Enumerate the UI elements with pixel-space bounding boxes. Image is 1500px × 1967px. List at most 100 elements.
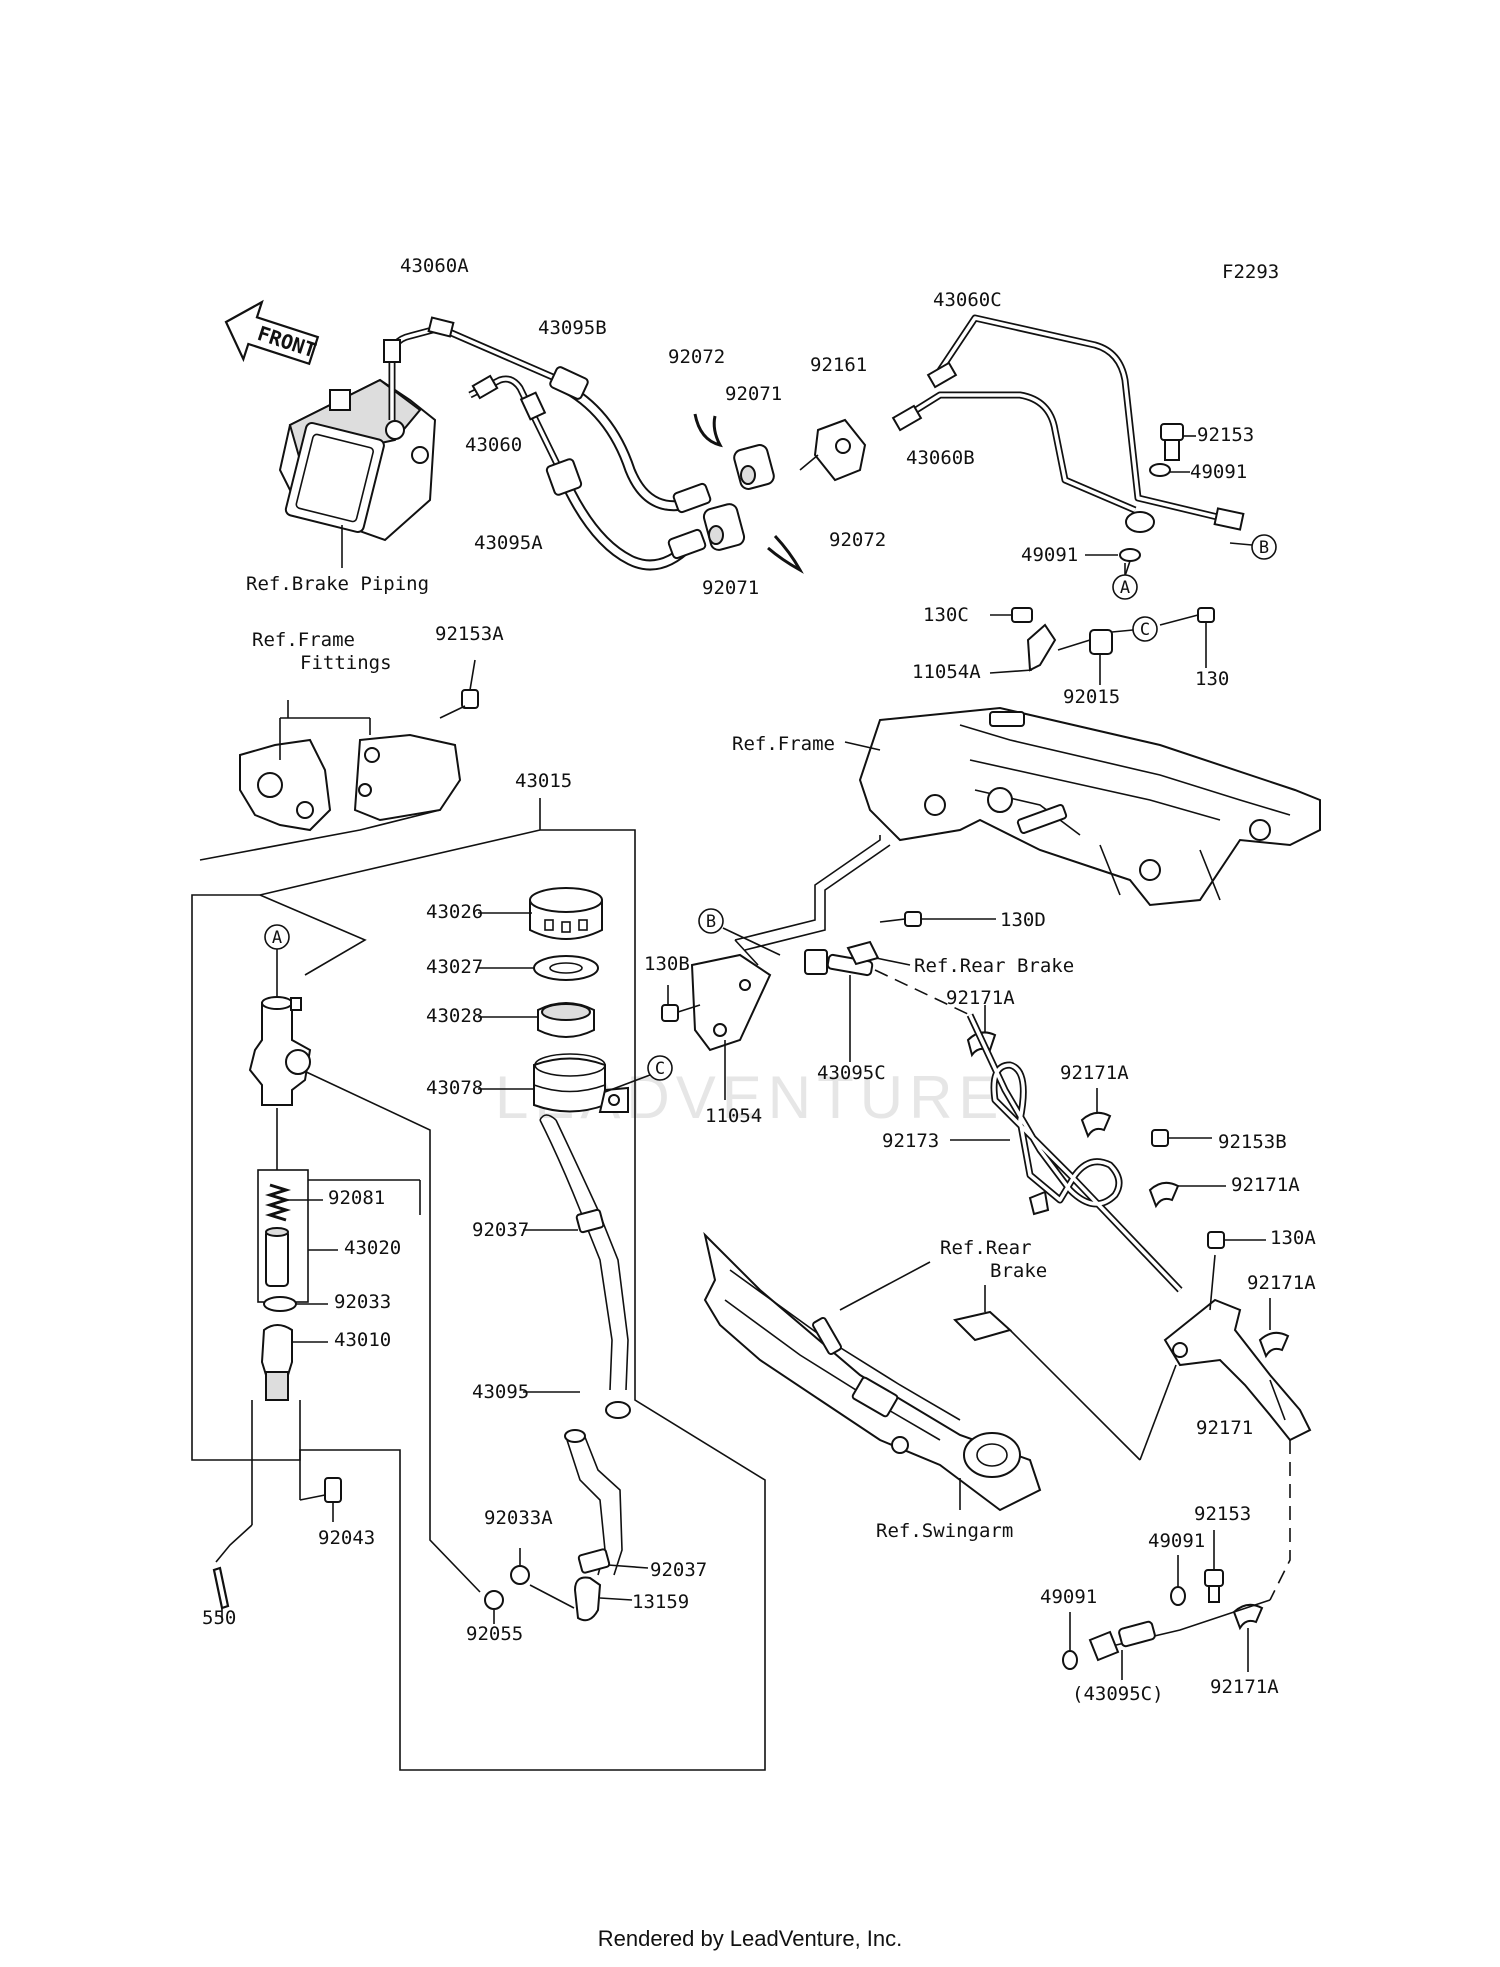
bolt-130B — [661, 985, 701, 1022]
part-label-92161: 92161 — [810, 354, 867, 376]
banjo-fitting — [1125, 511, 1155, 533]
callout-A-left: A — [264, 924, 290, 950]
part-label-550: 550 — [202, 1607, 236, 1629]
part-label-92071-bot: 92071 — [702, 577, 759, 599]
part-label-92015: 92015 — [1063, 686, 1120, 708]
callout-circle — [698, 908, 724, 934]
part-label-92171A-4: 92171A — [1247, 1272, 1316, 1294]
part-label-11054: 11054 — [705, 1105, 762, 1127]
oring-92055 — [301, 1069, 575, 1624]
part-label-92173: 92173 — [882, 1130, 939, 1152]
clip-92033A — [510, 1548, 530, 1585]
clamp-92171A-5 — [1232, 1603, 1264, 1672]
part-label-92055: 92055 — [466, 1623, 523, 1645]
clamp-92072-top — [693, 413, 723, 448]
part-label-43028: 43028 — [426, 1005, 483, 1027]
grommet-92071-bot — [702, 503, 746, 551]
cap-43026 — [529, 887, 603, 940]
part-label-92033A: 92033A — [484, 1507, 553, 1529]
part-label-ref-frame-fittings-1: Ref.Frame — [252, 629, 355, 651]
part-label-130C: 130C — [923, 604, 969, 626]
callout-A-top: A — [1112, 574, 1138, 600]
part-label-92171A-2: 92171A — [1060, 1062, 1129, 1084]
part-label-92072-top: 92072 — [668, 346, 725, 368]
part-label-43078: 43078 — [426, 1077, 483, 1099]
clamp-92171A-2 — [1080, 1088, 1112, 1139]
part-label-ref-rear-brake-2a: Ref.Rear — [940, 1237, 1032, 1259]
callout-circle — [1112, 574, 1138, 600]
part-label-92043: 92043 — [318, 1527, 375, 1549]
part-label-43026: 43026 — [426, 901, 483, 923]
front-arrow-icon: FRONT — [224, 299, 319, 366]
part-label-ref-rear-brake-2b: Brake — [990, 1260, 1047, 1282]
part-label-43095A: 43095A — [474, 532, 543, 554]
spring-92081 — [264, 1183, 323, 1222]
part-label-43095C: 43095C — [817, 1062, 886, 1084]
cotter-pin-550 — [212, 1524, 253, 1620]
frame-fittings-part — [239, 659, 479, 832]
bolt-92153B — [1151, 1129, 1212, 1147]
part-label-92153A: 92153A — [435, 623, 504, 645]
group-outline-43015 — [191, 798, 766, 1771]
pin-92043 — [299, 1477, 342, 1522]
clip-rear-brake-2 — [953, 1285, 1141, 1461]
part-label-43020: 43020 — [344, 1237, 401, 1259]
part-label-ref-frame-fittings-2: Fittings — [300, 652, 392, 674]
part-label-49091-mid: 49091 — [1021, 544, 1078, 566]
master-cylinder-body — [248, 962, 312, 1170]
footer-credit: Rendered by LeadVenture, Inc. — [597, 1926, 903, 1951]
clamp-92171A-3 — [1148, 1181, 1226, 1209]
part-label-ref-rear-brake-1: Ref.Rear Brake — [914, 955, 1074, 977]
clip-rear-brake-1 — [846, 940, 911, 966]
callout-B-mid: B — [698, 908, 724, 934]
callout-circle — [264, 924, 290, 950]
part-label-92153: 92153 — [1197, 424, 1254, 446]
callout-letter: C — [1140, 620, 1150, 640]
part-label-92037-bot: 92037 — [650, 1559, 707, 1581]
bolt-130D — [879, 911, 996, 927]
part-label-92171A-3: 92171A — [1231, 1174, 1300, 1196]
abs-unit-part — [278, 378, 437, 568]
brake-pipe-43060A — [383, 316, 557, 420]
plate-43027 — [533, 955, 599, 981]
bracket-11054A — [989, 607, 1057, 674]
part-label-130B: 130B — [644, 953, 690, 975]
reservoir-43078 — [533, 1053, 651, 1113]
part-label-43095: 43095 — [472, 1381, 529, 1403]
grommet-92071-top — [733, 444, 775, 490]
washer-49091-bot1 — [1170, 1586, 1186, 1606]
callout-circle — [647, 1055, 673, 1081]
part-label-92171A-1: 92171A — [946, 987, 1015, 1009]
washer-49091-bot2 — [1062, 1650, 1078, 1670]
joint-92161 — [799, 418, 867, 482]
bolt-130 — [1159, 607, 1215, 668]
part-label-F2293: F2293 — [1222, 261, 1279, 283]
part-label-92153B: 92153B — [1218, 1131, 1287, 1153]
bolt-130A — [1207, 1231, 1266, 1249]
frame-part — [844, 706, 1321, 907]
part-label-ref-frame: Ref.Frame — [732, 733, 835, 755]
brake-hose-43095A — [545, 458, 707, 571]
clamp-92171A-4 — [1258, 1298, 1290, 1359]
part-label-43060B: 43060B — [906, 447, 975, 469]
callout-letter: A — [272, 928, 282, 948]
callout-C-top: C — [1132, 616, 1158, 642]
callout-letter: A — [1120, 578, 1130, 598]
brake-hose-43095B — [549, 366, 712, 514]
part-label-ref-swingarm: Ref.Swingarm — [876, 1520, 1013, 1542]
part-label-92033: 92033 — [334, 1291, 391, 1313]
part-label-92037-top: 92037 — [472, 1219, 529, 1241]
clip-92037-bot — [577, 1548, 649, 1574]
part-label-92081: 92081 — [328, 1187, 385, 1209]
swingarm-part — [703, 1231, 1042, 1512]
part-label-43015: 43015 — [515, 770, 572, 792]
washer-49091-top — [1149, 463, 1171, 477]
bracket-11054 — [690, 953, 772, 1100]
fitting-13159 — [573, 1576, 633, 1622]
part-label-43060C: 43060C — [933, 289, 1002, 311]
brake-pipe-43060C — [926, 314, 1245, 531]
part-label-130: 130 — [1195, 668, 1229, 690]
